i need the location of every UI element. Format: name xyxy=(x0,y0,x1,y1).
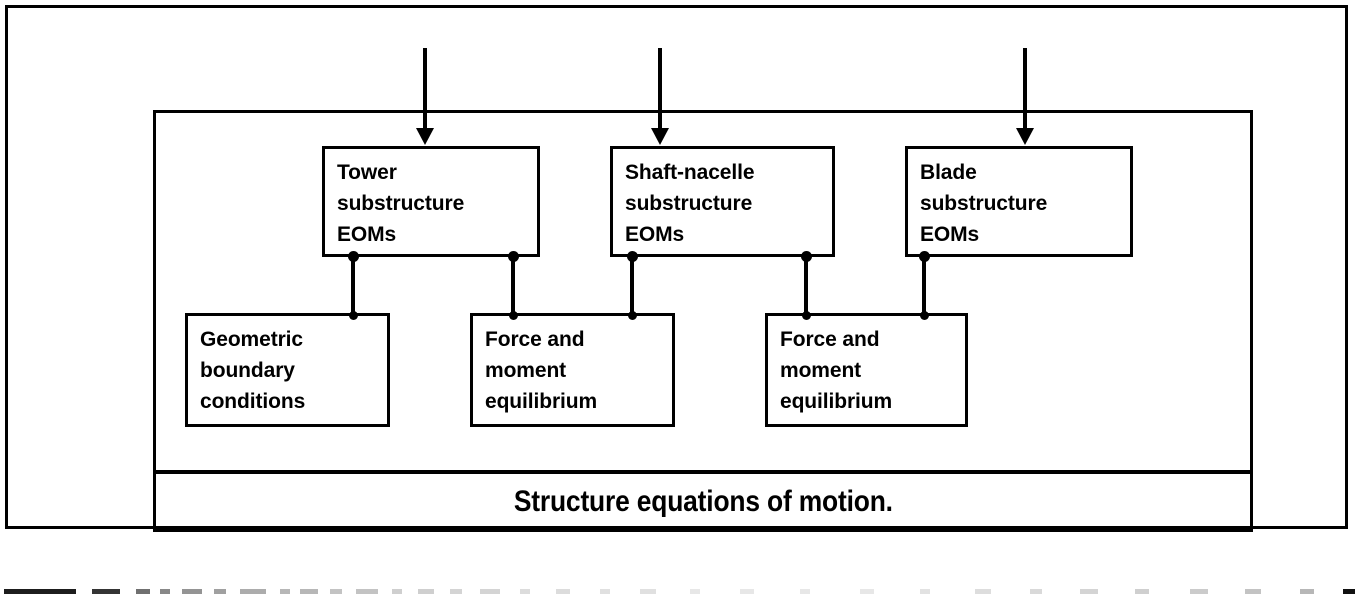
node-line: Geometric xyxy=(200,328,303,351)
node-line: moment xyxy=(485,359,567,382)
junction-dot-blade-left xyxy=(919,251,930,262)
junction-dot-force-right-b xyxy=(920,311,929,320)
junction-dot-shaft-right xyxy=(801,251,812,262)
junction-dot-force-left-a xyxy=(509,311,518,320)
node-line: moment xyxy=(780,359,862,382)
node-blade-substructure-eoms[interactable]: Blade substructure EOMs xyxy=(905,146,1133,257)
node-line: Force and xyxy=(780,328,880,351)
node-line: Blade xyxy=(920,161,977,184)
inner-frame xyxy=(153,110,1253,532)
node-geometric-boundary-conditions[interactable]: Geometric boundary conditions xyxy=(185,313,390,427)
node-line: equilibrium xyxy=(780,390,893,413)
node-line: Tower xyxy=(337,161,397,184)
connector-tower-to-geometric xyxy=(351,257,355,319)
node-line: Shaft-nacelle xyxy=(625,161,755,184)
outer-frame xyxy=(5,5,1348,529)
connector-shaft-to-force-right xyxy=(804,257,808,319)
connector-tower-to-force-left xyxy=(511,257,515,319)
connector-shaft-to-force-left xyxy=(630,257,634,319)
junction-dot-tower-left xyxy=(348,251,359,262)
junction-dot-shaft-left xyxy=(627,251,638,262)
caption-divider xyxy=(153,470,1253,474)
caption-strip: Structure equations of motion. xyxy=(156,474,1250,529)
node-line: substructure xyxy=(920,192,1048,215)
junction-dot-tower-right xyxy=(508,251,519,262)
connector-blade-to-force-right xyxy=(922,257,926,319)
node-line: EOMs xyxy=(337,223,397,246)
node-line: conditions xyxy=(200,390,306,413)
junction-dot-geometric-top xyxy=(349,311,358,320)
node-tower-substructure-eoms[interactable]: Tower substructure EOMs xyxy=(322,146,540,257)
node-force-and-moment-equilibrium-right[interactable]: Force and moment equilibrium xyxy=(765,313,968,427)
scan-artifact xyxy=(0,589,1359,595)
node-line: substructure xyxy=(625,192,753,215)
node-shaft-nacelle-substructure-eoms[interactable]: Shaft-nacelle substructure EOMs xyxy=(610,146,835,257)
junction-dot-force-right-a xyxy=(802,311,811,320)
node-line: Force and xyxy=(485,328,585,351)
node-line: boundary xyxy=(200,359,295,382)
node-line: substructure xyxy=(337,192,465,215)
junction-dot-force-left-b xyxy=(628,311,637,320)
node-line: equilibrium xyxy=(485,390,598,413)
node-force-and-moment-equilibrium-left[interactable]: Force and moment equilibrium xyxy=(470,313,675,427)
figure-caption: Structure equations of motion. xyxy=(513,484,893,518)
node-line: EOMs xyxy=(920,223,980,246)
node-line: EOMs xyxy=(625,223,685,246)
